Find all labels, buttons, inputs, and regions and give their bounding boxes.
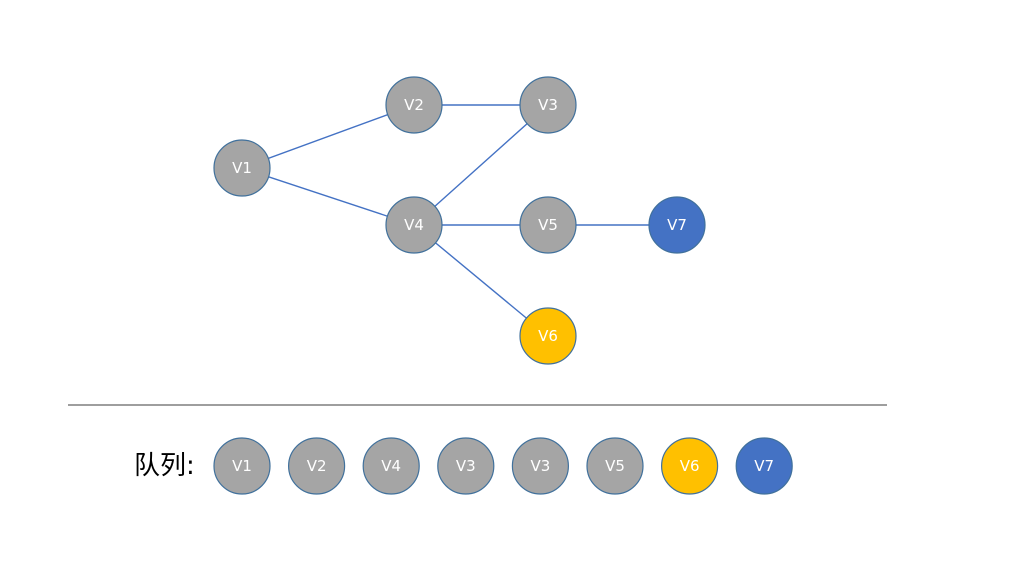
node-label: V3 xyxy=(538,96,558,114)
edge-v4-v6 xyxy=(413,224,549,337)
queue-items: V1 V2 V4 V3 V3 V5 V6 V7 xyxy=(213,437,793,495)
node-circle xyxy=(519,76,577,134)
node-label: V7 xyxy=(667,216,687,234)
queue-item: V1 xyxy=(213,437,271,495)
queue-item: V3 xyxy=(437,437,495,495)
graph-node-v7: V7 xyxy=(648,196,706,254)
queue-item-label: V4 xyxy=(381,457,401,475)
queue-item-circle xyxy=(213,437,271,495)
queue-item-label: V6 xyxy=(680,457,700,475)
queue-item-label: V7 xyxy=(754,457,774,475)
edge-v1-v2 xyxy=(241,104,415,169)
queue-item-circle xyxy=(362,437,420,495)
node-circle xyxy=(385,76,443,134)
node-circle xyxy=(213,139,271,197)
graph-node-v5: V5 xyxy=(519,196,577,254)
graph-node-v6: V6 xyxy=(519,307,577,365)
graph-node-v1: V1 xyxy=(213,139,271,197)
queue-item-label: V3 xyxy=(530,457,550,475)
queue-item-circle xyxy=(288,437,346,495)
graph-node-v3: V3 xyxy=(519,76,577,134)
graph-edges xyxy=(241,104,677,337)
node-label: V4 xyxy=(404,216,424,234)
edge-v1-v4 xyxy=(241,167,415,226)
queue-item: V3 xyxy=(511,437,570,495)
node-label: V5 xyxy=(538,216,558,234)
node-label: V1 xyxy=(232,159,252,177)
node-circle xyxy=(519,307,577,365)
node-label: V6 xyxy=(538,327,558,345)
node-circle xyxy=(648,196,706,254)
queue-item-label: V1 xyxy=(232,457,252,475)
queue-item-label: V3 xyxy=(456,457,476,475)
queue-item-circle xyxy=(735,437,793,495)
queue-item: V4 xyxy=(362,437,420,495)
queue-item-circle xyxy=(511,437,570,495)
edge-v4-v3 xyxy=(413,104,549,226)
queue-item: V2 xyxy=(288,437,346,495)
node-circle xyxy=(385,196,443,254)
node-label: V2 xyxy=(404,96,424,114)
queue-item: V5 xyxy=(586,437,644,495)
node-circle xyxy=(519,196,577,254)
queue-item-circle xyxy=(660,437,719,495)
graph-node-v2: V2 xyxy=(385,76,443,134)
queue-item-label: V5 xyxy=(605,457,625,475)
queue-item: V6 xyxy=(660,437,719,495)
queue-item-label: V2 xyxy=(307,457,327,475)
queue-label: 队列: xyxy=(134,451,195,481)
queue-item: V7 xyxy=(735,437,793,495)
graph-node-v4: V4 xyxy=(385,196,443,254)
queue-item-circle xyxy=(586,437,644,495)
queue-item-circle xyxy=(437,437,495,495)
